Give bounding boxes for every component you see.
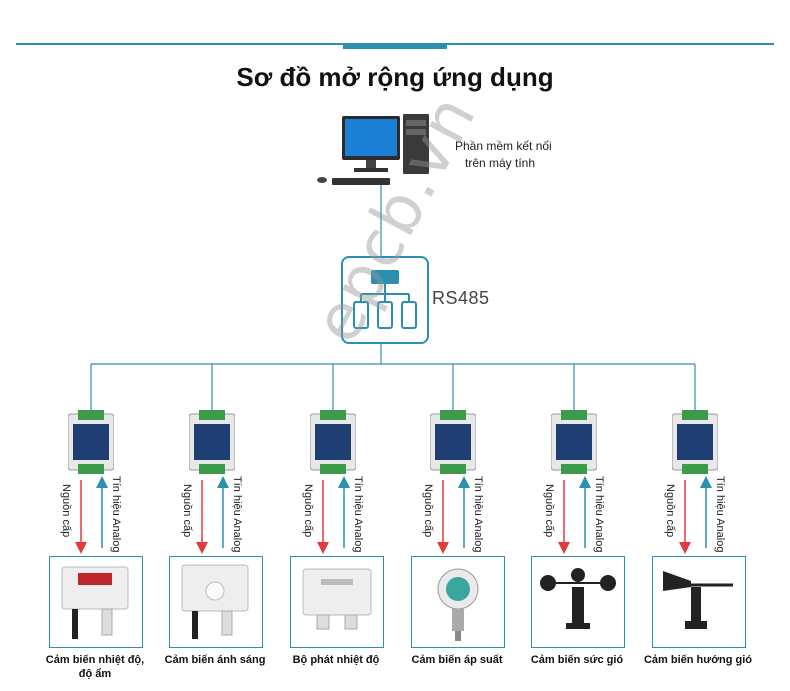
computer-label-line1: Phần mềm kết nối	[455, 139, 552, 153]
diagram-title: Sơ đồ mở rộng ứng dụng	[236, 62, 554, 92]
transmitter-module-6	[671, 410, 719, 474]
power-label-3: Nguồn cấp	[302, 484, 314, 538]
power-label-1: Nguồn cấp	[60, 484, 72, 538]
light-sensor-icon	[181, 564, 249, 639]
sensor-image-3	[290, 556, 384, 648]
computer-icon	[310, 112, 450, 192]
arrow-pair-2	[196, 476, 229, 554]
transmitter-module-4	[429, 410, 477, 474]
sensor-name-1-line2: độ ẩm	[78, 668, 112, 680]
humidity-sensor-icon	[61, 566, 129, 639]
temperature-transmitter-icon	[302, 568, 372, 630]
signal-label-3: Tín hiệu Analog	[352, 476, 364, 553]
power-label-5: Nguồn cấp	[543, 484, 555, 538]
signal-label-2: Tín hiệu Analog	[231, 476, 243, 553]
network-icon	[353, 270, 417, 329]
anemometer-icon	[540, 568, 616, 629]
arrow-pair-6	[679, 476, 712, 554]
sensor-name-1: Cảm biến nhiệt độ, độ ẩm	[38, 653, 152, 681]
arrow-pair-5	[558, 476, 591, 554]
sensor-image-1	[49, 556, 143, 648]
sensor-name-5: Cảm biến sức gió	[530, 654, 624, 666]
arrow-pair-4	[437, 476, 470, 554]
pressure-sensor-icon	[437, 568, 479, 641]
signal-label-6: Tín hiệu Analog	[714, 476, 726, 553]
sensor-image-2	[169, 556, 263, 648]
transmitter-module-2	[188, 410, 236, 474]
sensor-name-6: Cảm biến hướng gió	[643, 654, 753, 666]
signal-label-5: Tín hiệu Analog	[593, 476, 605, 553]
wind-vane-icon	[663, 571, 733, 629]
signal-label-1: Tín hiệu Analog	[110, 476, 122, 553]
power-label-2: Nguồn cấp	[181, 484, 193, 538]
sensor-name-4: Cảm biến áp suất	[411, 654, 503, 666]
sensor-image-4	[411, 556, 505, 648]
transmitter-module-3	[309, 410, 357, 474]
arrow-pair-3	[317, 476, 350, 554]
arrow-pair-1	[75, 476, 108, 554]
sensor-image-6	[652, 556, 746, 648]
computer-label: Phần mềm kết nối trên máy tính	[455, 138, 585, 172]
signal-label-4: Tín hiệu Analog	[472, 476, 484, 553]
top-divider-accent	[343, 44, 447, 49]
sensor-name-2: Cảm biến ánh sáng	[164, 654, 266, 666]
rs485-label: RS485	[432, 288, 490, 308]
sensor-name-1-line1: Cảm biến nhiệt độ,	[45, 654, 145, 666]
power-label-4: Nguồn cấp	[422, 484, 434, 538]
transmitter-module-1	[67, 410, 115, 474]
sensor-name-3: Bộ phát nhiệt độ	[292, 654, 380, 666]
power-label-6: Nguồn cấp	[664, 484, 676, 538]
computer-label-line2: trên máy tính	[465, 156, 536, 170]
rs485-hub	[341, 256, 429, 344]
sensor-image-5	[531, 556, 625, 648]
